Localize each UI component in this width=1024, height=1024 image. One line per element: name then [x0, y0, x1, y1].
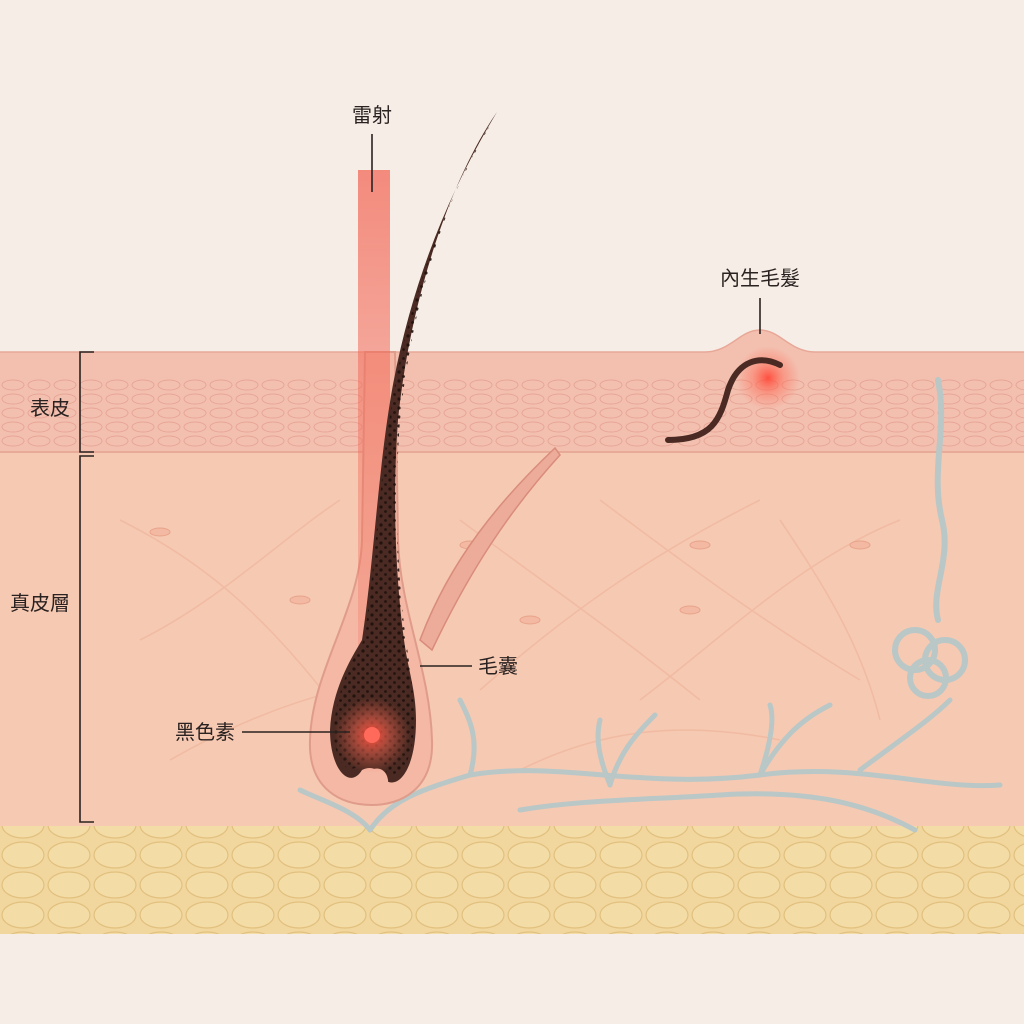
nerve-network: [297, 697, 1003, 833]
inflammation-glow: [736, 346, 800, 410]
fat-cells: [0, 826, 1024, 934]
sweat-gland: [892, 377, 968, 699]
label-follicle: 毛囊: [478, 654, 518, 678]
label-dermis: 真皮層: [10, 591, 70, 615]
label-epidermis: 表皮: [30, 396, 70, 420]
laser-glow-core: [364, 727, 380, 743]
bracket-dermis: [79, 455, 94, 823]
dermis-layer: [0, 452, 1024, 830]
arrector-pili-muscle: [419, 446, 561, 652]
bracket-epidermis: [79, 351, 94, 453]
dermal-papilla: [360, 768, 389, 796]
epidermis-cell-layer: [0, 378, 1024, 448]
label-ingrown-hair: 內生毛髮: [720, 266, 800, 290]
label-laser: 雷射: [352, 103, 392, 127]
epidermis-surface-line: [0, 329, 1024, 353]
melanin-granules: [334, 120, 493, 775]
ingrown-hair: [665, 357, 783, 443]
label-melanin: 黑色素: [175, 720, 235, 744]
